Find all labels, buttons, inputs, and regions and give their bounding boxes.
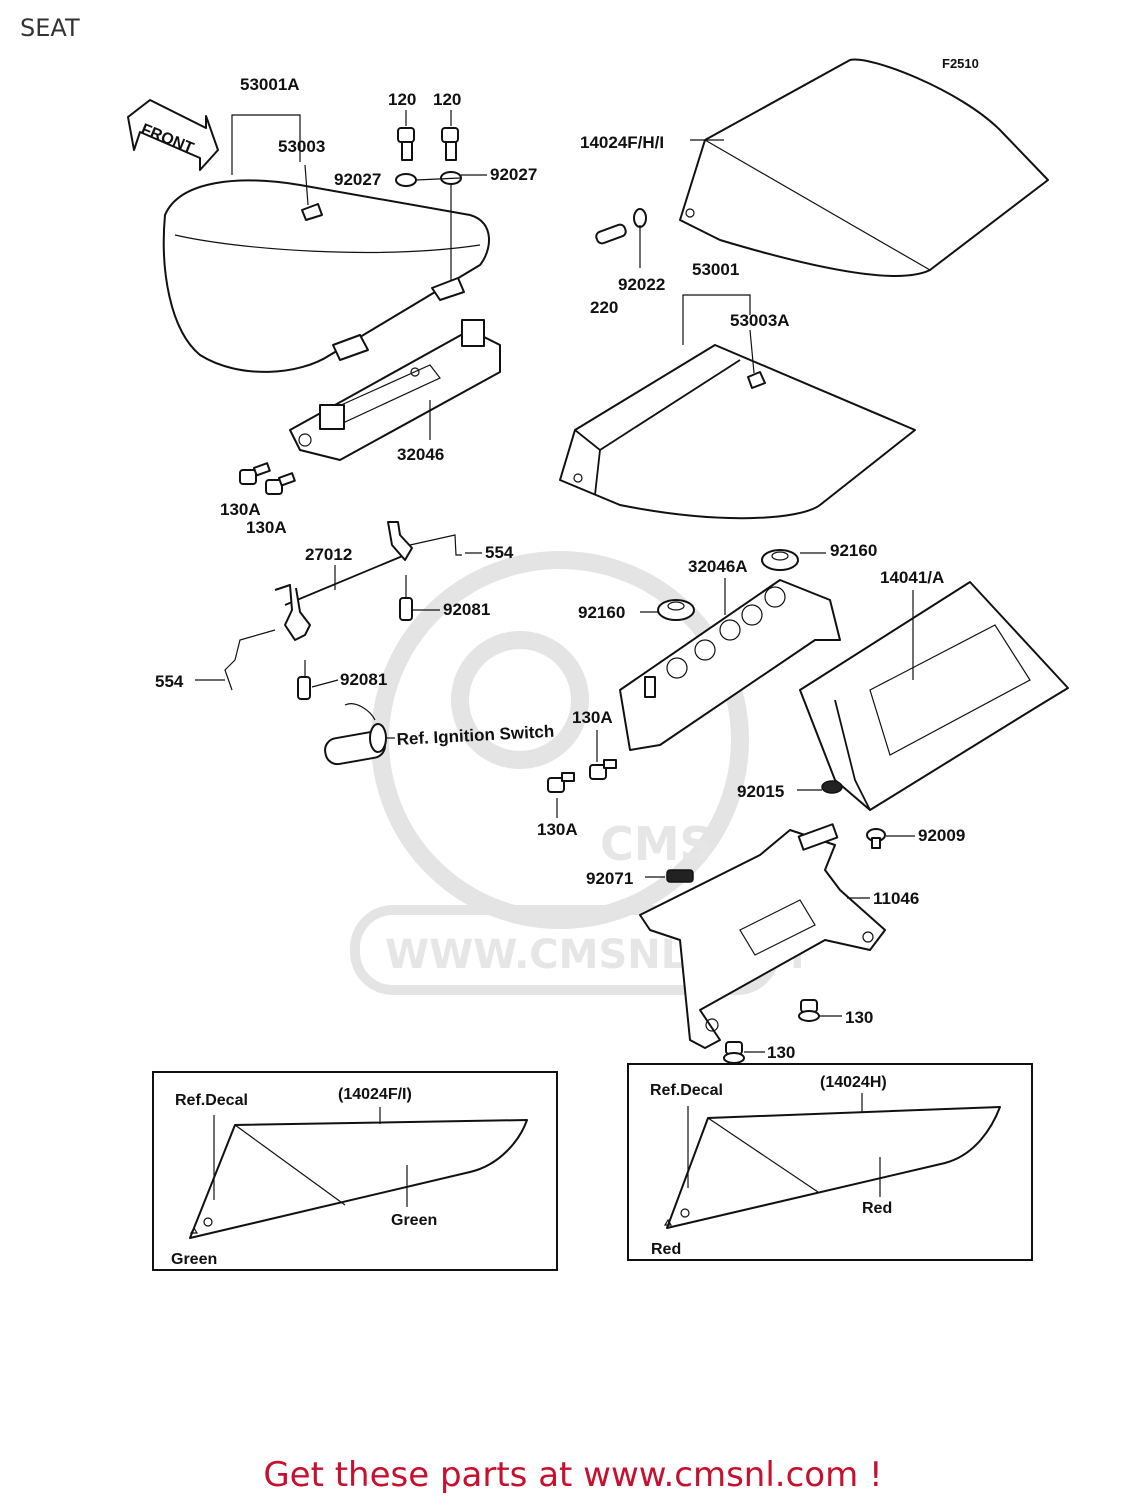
figure-code: F2510 [942,56,979,71]
label-120-right: 120 [433,90,461,109]
footer-link[interactable]: Get these parts at www.cmsnl.com ! [263,1455,883,1495]
screw-92009 [866,828,886,849]
label-92022: 92022 [618,275,665,294]
rear-bracket-32046A [619,579,841,751]
label-11046: 11046 [873,889,919,908]
bolt-130A-pair-left [239,462,296,495]
label-92027-left: 92027 [334,170,381,189]
inset-right-ref-decal: Ref.Decal [650,1082,723,1099]
label-92160-upper: 92160 [830,541,877,560]
label-130-upper: 130 [845,1008,873,1027]
label-130A-b: 130A [246,518,287,537]
inset-left-color-main: Green [391,1212,437,1229]
bolt-130-pair [723,999,820,1064]
front-arrow-icon: FRONT [127,99,219,171]
label-92160-lower: 92160 [578,603,625,622]
label-92027-right: 92027 [490,165,537,184]
grommet-92160-upper [761,549,799,571]
leader-lines [195,110,915,1053]
label-32046A: 32046A [688,557,748,576]
parts-diagram: CMS WWW.CMSNL.COM F2510 FRONT [127,56,1069,1271]
part-labels: 53001A 53003 120 120 92027 92027 14024F/… [155,75,965,1062]
front-seat [162,179,490,373]
bolt-120-left [395,127,417,187]
inset-decal-14024H: Ref.Decal (14024H) Red Red [627,1063,1033,1261]
label-53001A: 53001A [240,75,300,94]
rear-seat-cowl [679,58,1049,277]
label-53001: 53001 [692,260,739,279]
ignition-switch-icon [324,703,387,766]
inset-decal-14024FI: Ref.Decal (14024F/I) Green Green [152,1071,558,1271]
screw-220 [595,208,647,245]
label-53003A: 53003A [730,311,790,330]
watermark-logo: CMS [600,817,713,871]
inset-right-color-main: Red [862,1200,892,1217]
bolt-130A-pair-center [547,759,617,793]
label-92009: 92009 [918,826,965,845]
label-130A-a: 130A [220,500,261,519]
label-14024FHI: 14024F/H/I [580,133,664,152]
label-120-left: 120 [388,90,416,109]
label-92071: 92071 [586,869,633,888]
page-title: SEAT [20,14,80,42]
label-14041A: 14041/A [880,568,944,587]
inset-left-part-ref: (14024F/I) [338,1086,412,1103]
rubber-92071 [666,869,694,883]
inset-left-ref-decal: Ref.Decal [175,1092,248,1109]
label-130-lower: 130 [767,1043,795,1062]
label-53003: 53003 [278,137,325,156]
front-seat-bracket [289,319,501,461]
label-554-lower: 554 [155,672,184,691]
side-cover-14041A [799,581,1069,811]
label-92081-upper: 92081 [443,600,490,619]
clip-92015 [821,780,843,794]
label-92081-lower: 92081 [340,670,387,689]
seat-lock-lever [224,521,462,700]
label-32046: 32046 [397,445,444,464]
label-27012: 27012 [305,545,352,564]
grommet-92160-lower [657,599,695,621]
label-92015: 92015 [737,782,784,801]
bracket-11046 [639,823,886,1049]
rear-seat [559,344,916,520]
bolt-120-right [440,127,462,185]
inset-right-part-ref: (14024H) [820,1074,887,1091]
label-130A-c: 130A [572,708,613,727]
inset-left-color-corner: Green [171,1251,217,1268]
label-554-upper: 554 [485,543,514,562]
inset-right-color-corner: Red [651,1241,681,1258]
label-130A-d: 130A [537,820,578,839]
label-220: 220 [590,298,618,317]
